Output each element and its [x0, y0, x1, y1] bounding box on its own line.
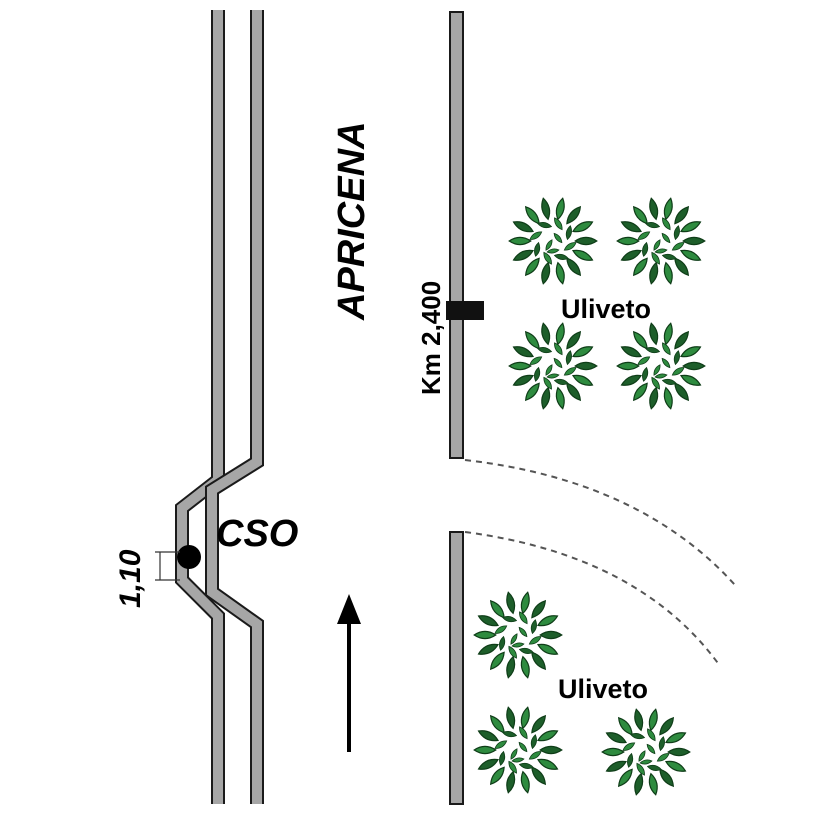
grove-label-top: Uliveto: [561, 294, 651, 324]
left-road-edge: [175, 10, 264, 804]
olive-tree-icon: [473, 706, 563, 794]
olive-tree-icon: [508, 197, 598, 285]
grove-label-bottom: Uliveto: [558, 674, 648, 704]
left-edge-outer: [175, 10, 225, 804]
side-track: [464, 459, 736, 667]
olive-tree-icon: [601, 708, 691, 796]
olive-tree-icon: [616, 322, 706, 410]
right-edge-lower: [449, 531, 464, 805]
olive-tree-icon: [473, 591, 563, 679]
km-marker-label: Km 2,400: [416, 281, 446, 395]
km-marker-icon: [446, 301, 484, 320]
olive-tree-icon: [616, 197, 706, 285]
olive-tree-icon: [508, 322, 598, 410]
right-edge-upper: [449, 11, 464, 459]
station-label: CSO: [216, 513, 298, 555]
town-label: APRICENA: [331, 122, 373, 321]
dimension-label: 1,10: [114, 549, 147, 608]
side-track-lower-edge: [464, 531, 721, 667]
direction-arrow-icon: [337, 594, 361, 752]
station-dot-icon: [177, 545, 201, 569]
right-road-edge: [449, 11, 464, 805]
dimension-bracket: [155, 551, 180, 581]
side-track-upper-edge: [464, 459, 736, 586]
olive-groves: [473, 197, 706, 796]
